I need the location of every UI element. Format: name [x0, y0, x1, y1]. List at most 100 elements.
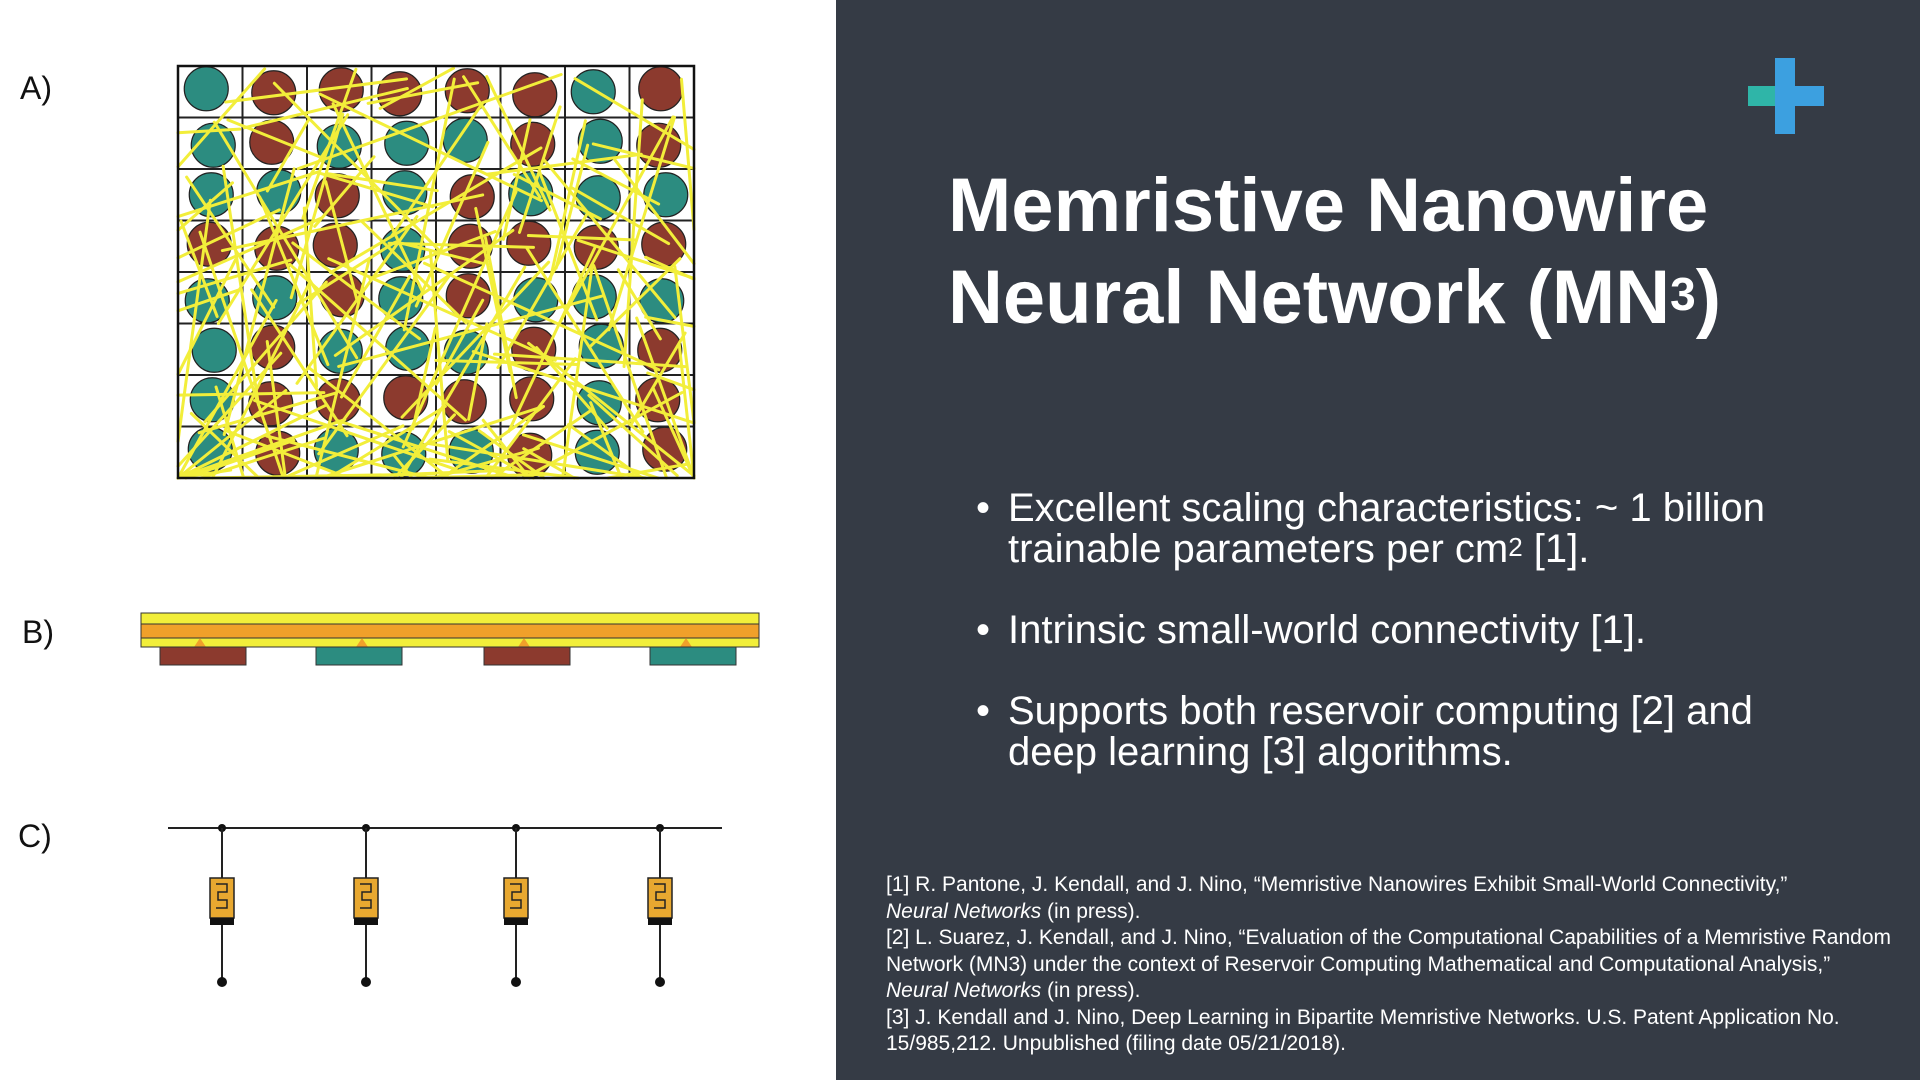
- nanowire: [644, 315, 696, 328]
- bottom-yellow-layer: [140, 637, 760, 648]
- nanowire: [216, 113, 350, 326]
- bullet-item: • Intrinsic small-world connectivity [1]…: [976, 608, 1646, 652]
- nanowire: [422, 261, 661, 372]
- electrode-teal: [183, 66, 229, 112]
- electrode-red: [638, 66, 684, 112]
- memristor-icon: [503, 877, 529, 925]
- nanowire: [613, 157, 696, 266]
- nanowire: [399, 265, 527, 480]
- reference-item: [3] J. Kendall and J. Nino, Deep Learnin…: [886, 1005, 1840, 1056]
- nanowire: [414, 140, 490, 308]
- nanowire: [477, 429, 546, 480]
- nanowire: [242, 87, 409, 130]
- nanowire: [485, 152, 643, 176]
- nanowire: [324, 172, 439, 193]
- nanowire: [210, 282, 311, 480]
- nanowire: [258, 195, 330, 367]
- nanowire: [295, 215, 419, 385]
- nanowire: [589, 257, 682, 348]
- nanowire: [462, 75, 542, 199]
- orange-layer: [140, 623, 760, 639]
- nanowire: [176, 418, 347, 480]
- nanowire: [646, 371, 696, 392]
- electrode-teal: [315, 646, 403, 666]
- top-yellow-layer: [140, 612, 760, 625]
- nanowire: [176, 208, 281, 260]
- electrode-red: [637, 327, 683, 373]
- nanowire: [573, 77, 696, 151]
- nanowire: [331, 102, 425, 295]
- bullet-list: • Excellent scaling characteristics: ~ 1…: [976, 488, 1876, 813]
- nanowire: [401, 190, 518, 449]
- nanowire: [434, 358, 579, 367]
- nanowire: [440, 405, 545, 480]
- nanowire: [339, 274, 412, 399]
- nanowire: [526, 234, 637, 242]
- title-line-1: Memristive Nanowire: [948, 163, 1709, 248]
- nanowire: [302, 206, 319, 389]
- nanowire: [224, 77, 409, 104]
- nanowire: [483, 236, 518, 400]
- electrode-teal: [570, 69, 616, 115]
- panel-label-c: C): [18, 818, 52, 854]
- electrode-red: [483, 646, 571, 666]
- nanowire: [328, 146, 543, 275]
- electrode-red: [509, 376, 555, 422]
- nanowire: [189, 412, 261, 480]
- nanowire: [296, 241, 396, 306]
- nanowire: [548, 119, 587, 282]
- nanowire: [318, 92, 543, 203]
- nanowire: [507, 244, 598, 433]
- nanowire: [291, 241, 422, 341]
- nanowire: [176, 288, 241, 313]
- panel-label-b: B): [22, 614, 54, 650]
- nanowire: [517, 105, 562, 234]
- nanowire: [265, 434, 431, 480]
- nanowire: [324, 180, 359, 303]
- nanowire: [402, 77, 456, 332]
- nanowire: [198, 436, 327, 480]
- nanowire: [501, 118, 532, 241]
- nanowire: [525, 246, 645, 434]
- nanowire: [197, 391, 338, 435]
- cross-section-diagram: [140, 612, 760, 666]
- nanowire-grid-diagram: [176, 64, 696, 480]
- nanowire: [368, 230, 497, 281]
- memristor-icon: [209, 877, 235, 925]
- nanowire: [434, 298, 485, 386]
- nanowire: [176, 198, 212, 443]
- text-panel: Memristive Nanowire Neural Network (MN3)…: [836, 0, 1920, 1080]
- nanowire: [176, 351, 283, 468]
- memristor-circuit-diagram: [168, 824, 722, 987]
- nanowire: [176, 67, 267, 169]
- panel-label-a: A): [20, 70, 52, 106]
- nanowire: [591, 142, 696, 170]
- electrode-teal: [191, 327, 237, 373]
- nanowire: [679, 77, 696, 231]
- nanowire: [289, 112, 345, 300]
- reference-item: [2] L. Suarez, J. Kendall, and J. Nino, …: [886, 926, 1892, 1002]
- nanowire: [327, 404, 447, 480]
- plus-logo-icon: [1748, 58, 1824, 134]
- nanowire: [220, 193, 485, 253]
- nanowire: [314, 257, 371, 480]
- nanowire: [185, 175, 276, 309]
- nanowire: [426, 441, 648, 480]
- nanowire: [622, 98, 644, 368]
- reference-item: [1] R. Pantone, J. Kendall, and J. Nino,…: [886, 873, 1788, 923]
- nanowire: [589, 401, 623, 480]
- nanowire: [431, 446, 540, 480]
- electrode-teal: [188, 172, 234, 218]
- nanowire: [225, 429, 350, 480]
- nanowire: [490, 408, 594, 480]
- nanowire: [265, 339, 287, 480]
- nanowire: [411, 326, 437, 431]
- nanowire: [366, 81, 480, 105]
- nanowire: [428, 250, 450, 463]
- slide-title: Memristive Nanowire Neural Network (MN3): [948, 160, 1848, 344]
- nanowire: [607, 115, 676, 332]
- nanowire: [336, 419, 518, 480]
- nanowire: [214, 385, 246, 480]
- nanowire: [673, 265, 696, 425]
- nanowire: [318, 404, 546, 480]
